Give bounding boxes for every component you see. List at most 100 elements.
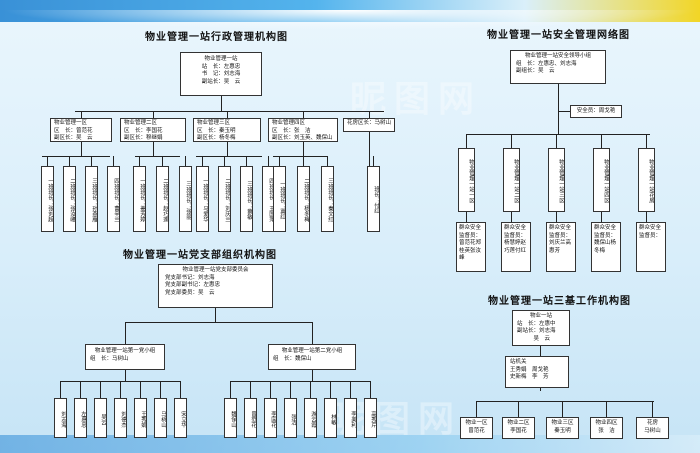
text-line: 物业三区 — [551, 420, 574, 426]
connector — [601, 212, 602, 222]
text-line: 花房 — [646, 420, 658, 426]
text-line: 王秀娟 周戈艳 — [510, 366, 549, 373]
text-line: 副区长：穆继娟 — [124, 135, 163, 141]
team-leader-box: 四班班长：曹辛兰 — [107, 166, 120, 232]
text-line: 党支部书记：刘志海 — [165, 274, 215, 281]
text-line: 组 长：左惠忠、刘志海 — [516, 60, 577, 67]
text-line: 物业四区 — [595, 420, 618, 426]
text-line: 李国花 — [510, 427, 527, 434]
text-line: 物业管理一站第二党小组 — [281, 348, 343, 354]
connector — [135, 156, 180, 157]
connector — [476, 401, 477, 417]
party-member-box: 刘德杰 — [114, 398, 127, 438]
connector — [113, 156, 114, 166]
connector — [125, 322, 126, 344]
admin-chart-title: 物业管理一站行政管理机构图 — [145, 32, 288, 43]
connector — [250, 381, 251, 398]
party-group-1-box: 物业管理一站第一党小组 组 长：马树山 — [85, 344, 165, 370]
sanji-head-box: 物业一站 站 长：左惠中 副站长：刘志海 吴 云 — [512, 310, 570, 346]
connector — [81, 111, 82, 118]
connector — [369, 132, 370, 166]
sanji-district-box: 物业二区李国花 — [502, 417, 535, 439]
district-box: 物业管理四区区 长：张 洁副区长：刘玉英、魏保山 — [268, 118, 338, 142]
text-line: 物业管理一站第一党小组 — [94, 348, 156, 354]
connector — [139, 156, 140, 166]
connector — [303, 142, 304, 156]
text-line: 物业一区 — [465, 420, 488, 426]
text-line: 物业管理一站党支部委员会 — [182, 267, 249, 273]
text-line: 花房区长：马树山 — [347, 120, 392, 126]
connector — [350, 381, 351, 398]
text-line: 党支部副书记：左惠忠 — [165, 282, 221, 288]
text-line: 吴 云 — [517, 335, 551, 342]
party-member-box: 林敏 — [324, 398, 337, 438]
text-line: 党支部委员：吴 云 — [165, 289, 215, 296]
connector — [310, 381, 311, 398]
sanji-district-box: 物业一区曾范花 — [460, 417, 493, 439]
text-line: 秦玉明 — [554, 427, 571, 434]
safety-district-box: 物业管理一站一区 — [458, 148, 475, 212]
connector — [330, 381, 331, 398]
connector — [327, 156, 328, 166]
district-box: 物业管理一区区 长：曾范花副区长：吴 云 — [50, 118, 112, 142]
team-leader-box: 三班班长：蔡敏 — [240, 166, 253, 232]
team-leader-box: 三班班长：孙燕雁 — [85, 166, 98, 232]
text-line: 副组长：吴 云 — [516, 68, 555, 74]
safety-officer-box: 安全员：周戈艳 — [570, 105, 622, 118]
party-group-2-box: 物业管理一站第二党小组 组 长：魏保山 — [268, 344, 356, 370]
text-line: 曾范花 — [468, 427, 485, 434]
connector — [125, 370, 126, 381]
bottom-band — [0, 435, 700, 453]
district-box: 物业管理二区区 长：李国花副区长：穆继娟 — [120, 118, 186, 142]
connector — [312, 322, 313, 344]
connector — [511, 212, 512, 222]
watermark: 昵图网 — [350, 79, 483, 120]
team-leader-box: 二班班长：张汝峰 — [63, 166, 76, 232]
text-line: 书 记：刘志海 — [201, 71, 241, 77]
connector — [69, 156, 70, 166]
team-leader-box: 一班班长：姜芳婷 — [133, 166, 146, 232]
safety-chart-title: 物业管理一站安全管理网络图 — [487, 30, 630, 41]
party-member-box: 宋立华 — [174, 398, 187, 438]
connector — [279, 156, 280, 166]
party-member-box: 刘志海 — [54, 398, 67, 438]
connector — [202, 156, 203, 166]
sanji-district-box: 花房马树山 — [636, 417, 669, 439]
district-box: 物业管理三区区 长：秦玉明副区长：杨冬梅 — [193, 118, 261, 142]
connector — [160, 381, 161, 398]
connector — [215, 308, 216, 322]
party-member-box: 左惠忠 — [74, 398, 87, 438]
party-member-box: 李国花 — [264, 398, 277, 438]
connector — [370, 381, 371, 398]
text-line: 副区长：吴 云 — [54, 135, 93, 141]
team-leader-box: 二班班长：杨冬梅 — [297, 166, 310, 232]
connector — [153, 111, 154, 118]
team-leader-box: 二班班长：刘庆兰 — [218, 166, 231, 232]
text-line: 区 长：秦玉明 — [197, 127, 236, 134]
safety-member-box: 群众安全监督员：刘庆兰高惠芳 — [546, 222, 576, 272]
text-line: 物业管理一区 — [54, 120, 88, 126]
text-line: 区 长：李国花 — [124, 127, 163, 134]
sanji-district-box: 物业三区秦玉明 — [546, 417, 579, 439]
text-line: 物业管理三区 — [197, 120, 231, 126]
connector — [556, 134, 557, 148]
connector — [273, 156, 327, 157]
party-chart-title: 物业管理一站党支部组织机构图 — [123, 250, 277, 261]
text-line: 站 长：左惠忠 — [201, 63, 241, 70]
text-line: 区 长：张 洁 — [272, 127, 311, 134]
text-line: 副站长：吴 云 — [201, 78, 241, 85]
safety-district-box: 物业管理一站花房 — [638, 148, 655, 212]
party-member-box: 张洁 — [284, 398, 297, 438]
text-line: 副区长：刘玉英、魏保山 — [272, 135, 333, 141]
connector — [75, 111, 384, 112]
connector — [601, 134, 602, 148]
admin-head-box: 物业管理一站 站 长：左惠忠 书 记：刘志海 副站长：吴 云 — [180, 52, 262, 96]
text-line: 区 长：曾范花 — [54, 127, 93, 134]
connector — [221, 96, 222, 111]
connector — [196, 156, 262, 157]
connector — [562, 401, 563, 417]
connector — [511, 134, 512, 148]
text-line: 副站长：刘志海 — [517, 328, 556, 334]
party-member-box: 李美利 — [344, 398, 357, 438]
safety-district-box: 物业管理一站四区 — [593, 148, 610, 212]
